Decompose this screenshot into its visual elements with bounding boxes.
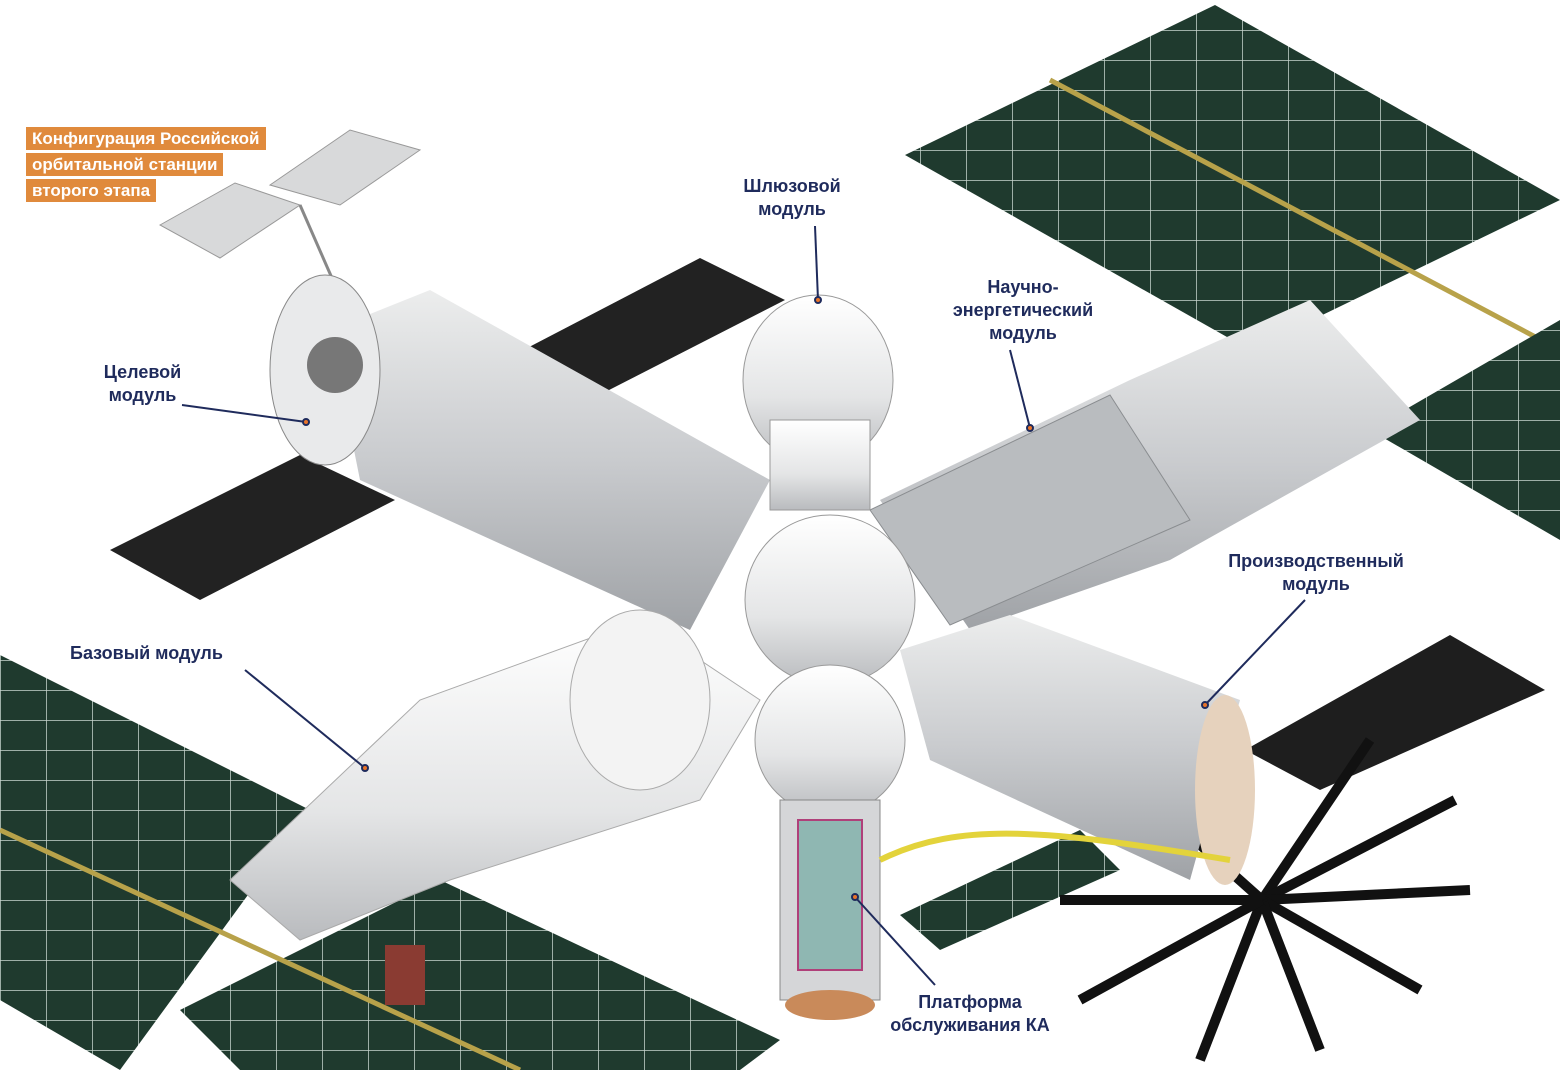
solar-array-lower-right-1: [1245, 635, 1545, 790]
label-line: Платформа: [918, 992, 1022, 1012]
service-platform: [779, 799, 881, 1020]
solar-array-right: [1370, 320, 1560, 540]
label-airlock-module: Шлюзовой модуль: [737, 175, 847, 221]
label-line: Шлюзовой: [743, 176, 841, 196]
label-target-module: Целевой модуль: [90, 361, 195, 407]
label-line: энергетический: [952, 300, 1094, 320]
label-line: Научно-: [987, 277, 1059, 297]
solar-array-lower-right-2: [900, 830, 1120, 950]
docked-vehicle: [385, 945, 425, 1005]
science-power-module: [869, 300, 1420, 630]
antenna-dish: [1060, 737, 1471, 1062]
production-module: [900, 615, 1255, 885]
radiator-panel: [268, 129, 422, 206]
label-science-power-module: Научно- энергетический модуль: [948, 276, 1098, 345]
title-line: второго этапа: [26, 179, 157, 202]
label-line: обслуживания КА: [890, 1015, 1050, 1035]
solar-array-upper-right: [905, 5, 1560, 353]
solar-array-left: [0, 655, 310, 1070]
label-line: Целевой: [103, 362, 182, 382]
label-line: Базовый модуль: [70, 643, 223, 663]
solar-array-target-lower: [110, 455, 395, 600]
leader-lines: [181, 225, 1306, 986]
label-line: Производственный: [1228, 551, 1404, 571]
node-module: [744, 514, 916, 816]
label-line: модуль: [1282, 574, 1350, 594]
label-line: модуль: [758, 199, 826, 219]
target-module: [269, 274, 770, 630]
diagram-title: Конфигурация Российской орбитальной стан…: [26, 127, 266, 205]
base-module: [229, 609, 761, 941]
label-production-module: Производственный модуль: [1200, 550, 1432, 596]
label-base-module: Базовый модуль: [70, 642, 223, 665]
label-service-platform: Платформа обслуживания КА: [875, 991, 1065, 1037]
title-line: орбитальной станции: [26, 153, 224, 176]
title-line: Конфигурация Российской: [26, 127, 266, 150]
airlock-module: [742, 294, 894, 511]
label-line: модуль: [989, 323, 1057, 343]
label-line: модуль: [108, 385, 177, 405]
cable: [878, 830, 1231, 863]
solar-array-bottom: [180, 880, 780, 1070]
